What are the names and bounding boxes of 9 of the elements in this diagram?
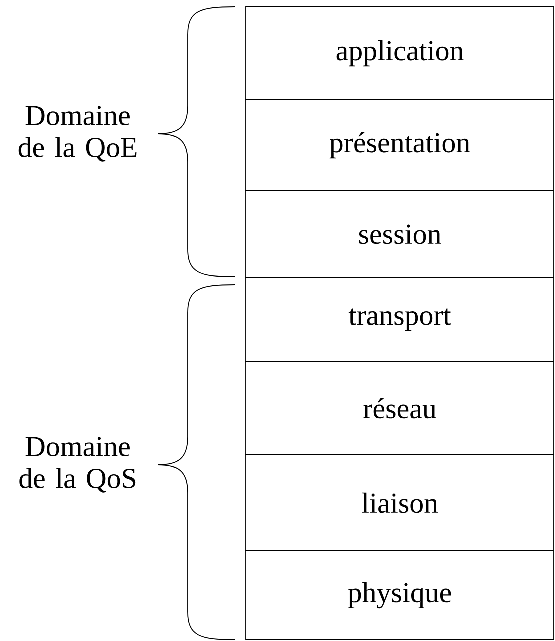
layer-box: présentation	[246, 100, 554, 192]
layer-box: liaison	[246, 454, 554, 552]
brace-label: Domaine de la QoE	[18, 106, 137, 162]
layer-box: réseau	[246, 362, 554, 456]
layer-box: transport	[246, 278, 554, 362]
layer-box: physique	[246, 550, 554, 640]
brace-label: Domaine de la QoS	[20, 437, 136, 493]
layer-box: application	[246, 6, 554, 100]
layer-box: session	[246, 190, 554, 278]
